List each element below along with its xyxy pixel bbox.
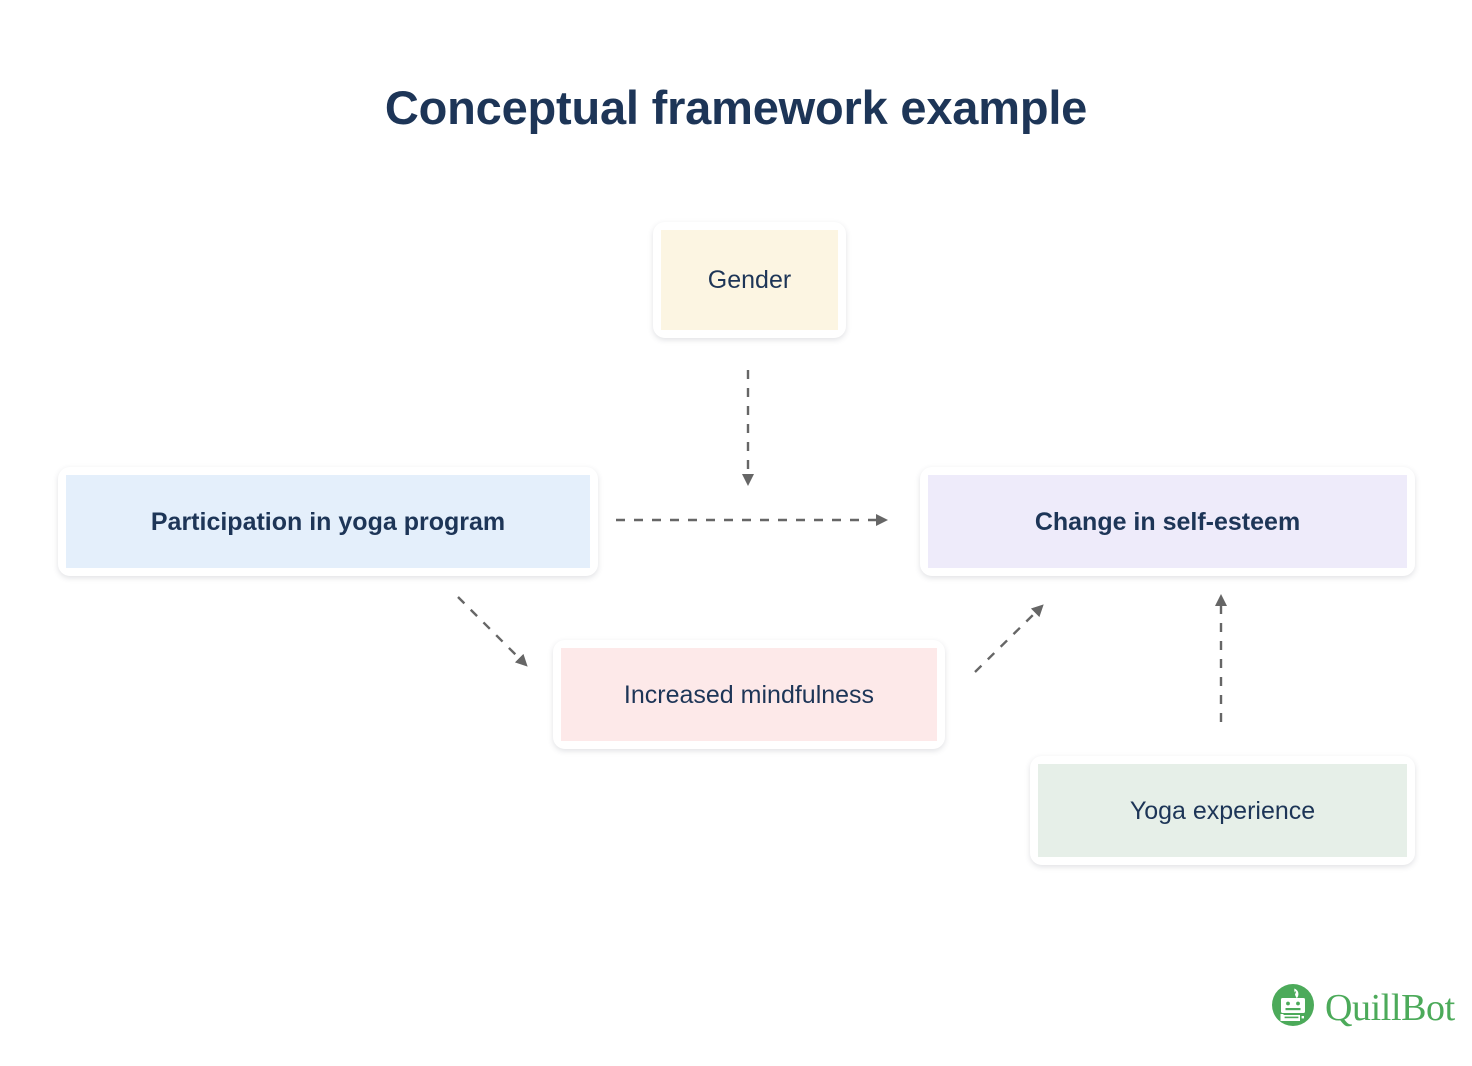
node-gender-label: Gender <box>707 266 792 294</box>
node-participation-fill: Participation in yoga program <box>66 475 590 568</box>
node-yoga-experience-label: Yoga experience <box>1129 796 1316 825</box>
node-yoga-experience[interactable]: Yoga experience <box>1030 756 1415 865</box>
node-participation[interactable]: Participation in yoga program <box>58 467 598 576</box>
node-gender[interactable]: Gender <box>653 222 846 338</box>
node-selfesteem-label: Change in self-esteem <box>1034 507 1301 536</box>
node-gender-fill: Gender <box>661 230 838 330</box>
node-mindfulness-fill: Increased mindfulness <box>561 648 937 741</box>
edge-participation-to-mindfulness <box>457 596 528 667</box>
quillbot-logo: QuillBot <box>1270 982 1455 1033</box>
edge-mindfulness-to-selfesteem <box>974 604 1044 673</box>
quillbot-robot-icon <box>1270 982 1316 1033</box>
node-mindfulness[interactable]: Increased mindfulness <box>553 640 945 749</box>
node-selfesteem-fill: Change in self-esteem <box>928 475 1407 568</box>
quillbot-wordmark: QuillBot <box>1325 986 1455 1029</box>
page-title: Conceptual framework example <box>384 81 1088 134</box>
node-participation-label: Participation in yoga program <box>150 507 506 536</box>
node-mindfulness-label: Increased mindfulness <box>623 680 875 709</box>
node-yoga-experience-fill: Yoga experience <box>1038 764 1407 857</box>
node-selfesteem[interactable]: Change in self-esteem <box>920 467 1415 576</box>
